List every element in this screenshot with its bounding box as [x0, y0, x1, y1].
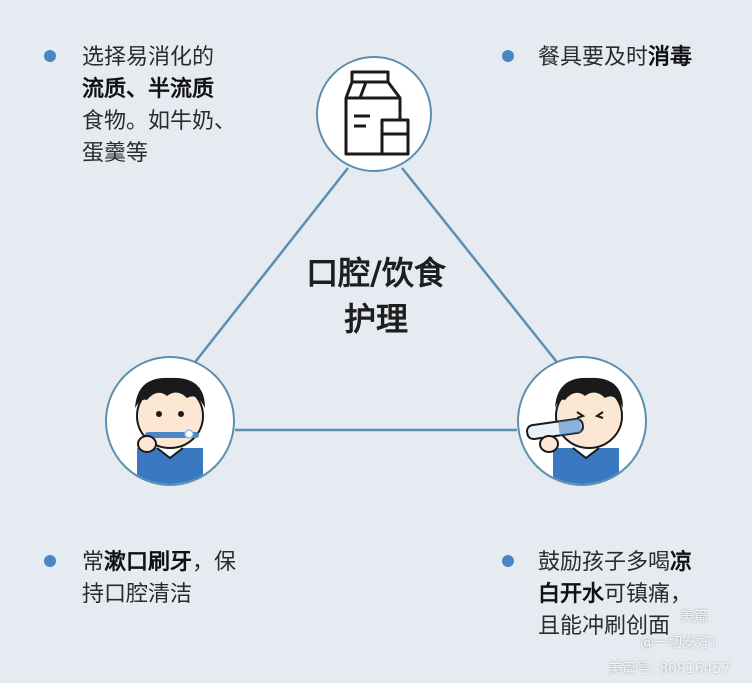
note-top-left-line3: 食物。如牛奶、 — [82, 109, 237, 134]
node-right-drink — [517, 356, 647, 486]
center-title-line2: 护理 — [343, 300, 408, 338]
milk-carton-and-glass-icon — [344, 70, 410, 156]
boy-brushing-teeth-icon — [135, 377, 205, 484]
bullet-dot-top-left — [44, 50, 56, 62]
note-bottom-right-post: 可镇痛， — [604, 582, 693, 607]
bullet-dot-bottom-left — [44, 555, 56, 567]
note-bottom-left-pre: 常 — [82, 550, 105, 575]
note-bottom-left-post: ，保 — [192, 550, 237, 575]
note-bottom-left-line2: 持口腔清洁 — [82, 582, 193, 607]
bullet-dot-bottom-right — [502, 555, 514, 567]
note-bottom-left-bold: 漱口刷牙 — [104, 550, 193, 575]
note-top-left-bold: 流质、半流质 — [82, 77, 215, 102]
watermark-brand: 美篇 — [680, 609, 708, 625]
note-top-left: 选择易消化的 流质、半流质 食物。如牛奶、 蛋羹等 — [82, 42, 262, 170]
note-top-right: 餐具要及时消毒 — [538, 42, 738, 74]
note-top-left-line4: 蛋羹等 — [82, 141, 149, 166]
bullet-dot-top-right — [502, 50, 514, 62]
watermark-id: 美篇号: 80916457 — [608, 661, 731, 677]
boy-drinking-water-icon — [526, 377, 623, 484]
center-title: 口腔/饮食 护理 — [276, 250, 476, 342]
note-bottom-right-bold2: 白开水 — [538, 582, 605, 607]
note-top-left-line1: 选择易消化的 — [82, 45, 215, 70]
note-top-right-bold: 消毒 — [648, 45, 693, 70]
note-bottom-right-bold1: 凉 — [670, 550, 693, 575]
center-title-line1: 口腔/饮食 — [306, 254, 446, 292]
node-left-oral — [105, 356, 235, 486]
note-bottom-right-line3: 且能冲刷创面 — [538, 614, 671, 639]
watermark-user: @一切安好！ — [640, 635, 724, 651]
node-top-food — [316, 56, 432, 172]
note-bottom-right: 鼓励孩子多喝凉 白开水可镇痛， 且能冲刷创面 — [538, 547, 734, 643]
note-top-right-text: 餐具要及时 — [538, 45, 649, 70]
note-bottom-left: 常漱口刷牙，保 持口腔清洁 — [82, 547, 262, 611]
note-bottom-right-pre: 鼓励孩子多喝 — [538, 550, 671, 575]
